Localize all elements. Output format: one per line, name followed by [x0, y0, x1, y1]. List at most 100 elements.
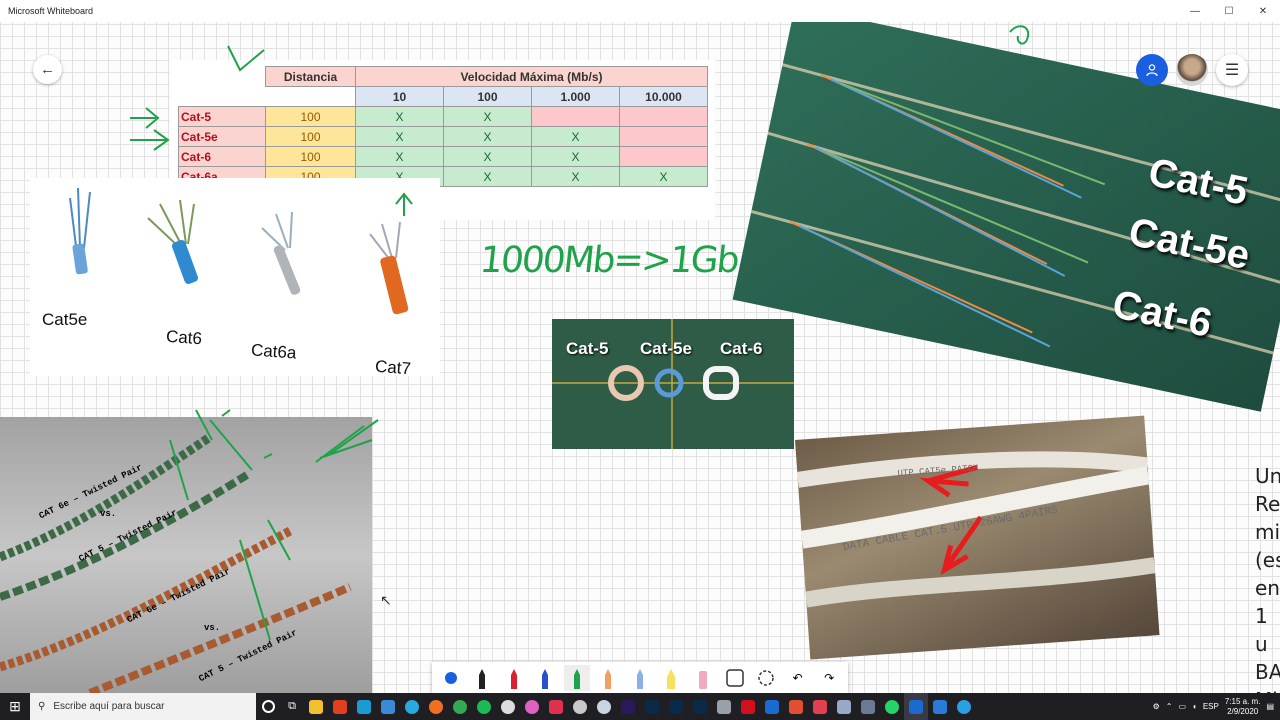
app-whiteboard[interactable]: [904, 693, 928, 720]
invite-button[interactable]: [1136, 54, 1168, 86]
app-tools[interactable]: [784, 693, 808, 720]
app-explorer[interactable]: [304, 693, 328, 720]
taskbar-search[interactable]: ⚲ Escribe aquí para buscar: [30, 693, 256, 720]
twisted-pair-photo[interactable]: CAT 6e – Twisted Pair vs. CAT 5 – Twiste…: [0, 417, 372, 693]
app-store[interactable]: [352, 693, 376, 720]
cell-mark: X: [443, 146, 532, 167]
app-photoshop[interactable]: [640, 693, 664, 720]
pencil-icon: [636, 668, 643, 689]
chevron-up-icon[interactable]: ⌃: [1165, 702, 1173, 711]
side-note: Un Re mi (es en 1 u BA Mb: [1255, 462, 1280, 714]
close-button[interactable]: ✕: [1258, 5, 1268, 17]
app-vm[interactable]: [856, 693, 880, 720]
firefox-icon: [429, 699, 443, 714]
lasso-tool[interactable]: [753, 665, 779, 691]
app-todo[interactable]: [928, 693, 952, 720]
app-office[interactable]: [328, 693, 352, 720]
eraser-tool[interactable]: [690, 665, 716, 691]
avatar[interactable]: [1176, 54, 1208, 86]
cable-label: Cat5e: [42, 310, 88, 329]
app-bag[interactable]: [376, 693, 400, 720]
pen-red[interactable]: [501, 665, 527, 691]
select-tool[interactable]: [438, 665, 464, 691]
search-icon: ⚲: [38, 701, 46, 712]
whiteboard-icon: [909, 699, 923, 714]
clock[interactable]: 7:15 a. m. 2/9/2020: [1225, 697, 1261, 717]
app-github[interactable]: [496, 693, 520, 720]
notification-icon[interactable]: ▤: [1266, 702, 1274, 711]
cell-mark: X: [355, 126, 444, 147]
app-itunes[interactable]: [520, 693, 544, 720]
task-view-button[interactable]: ⧉: [280, 693, 304, 720]
settings-menu-button[interactable]: ☰: [1216, 54, 1248, 86]
cell-empty: [531, 106, 620, 127]
side-line: (es: [1255, 548, 1280, 572]
maximize-button[interactable]: ☐: [1224, 5, 1234, 17]
network-icon[interactable]: ⚙: [1152, 702, 1160, 711]
pen-icon: [573, 668, 580, 689]
app-chrome[interactable]: [448, 693, 472, 720]
language-indicator[interactable]: ESP: [1202, 702, 1219, 711]
system-tray: ⚙ ⌃ ▭ ◖ ESP 7:15 a. m. 2/9/2020 ▤: [1153, 693, 1280, 720]
photoshop-icon: [645, 699, 659, 714]
app-telegram[interactable]: [952, 693, 976, 720]
battery-icon[interactable]: ▭: [1178, 702, 1186, 711]
app-steam[interactable]: [568, 693, 592, 720]
highlighter-tool[interactable]: [659, 665, 685, 691]
ruler-tool[interactable]: [722, 665, 748, 691]
app-firefox[interactable]: [424, 693, 448, 720]
start-button[interactable]: ⊞: [0, 693, 30, 720]
table-header-row: Distancia Velocidad Máxima (Mb/s): [178, 66, 708, 87]
app-spotify[interactable]: [472, 693, 496, 720]
outlook-icon: [765, 699, 779, 714]
title-bar: Microsoft Whiteboard — ☐ ✕: [0, 0, 1280, 22]
pen-black[interactable]: [470, 665, 496, 691]
cable-print-photo[interactable]: UTP CAT5e PATCH DATA CABLE CAT.5 UTP 26A…: [795, 415, 1160, 660]
clock-time: 7:15 a. m.: [1224, 696, 1261, 706]
app-virtualbox[interactable]: [832, 693, 856, 720]
window-controls: — ☐ ✕: [1178, 0, 1280, 22]
undo-button[interactable]: ↶: [785, 665, 811, 691]
lasso-icon: [758, 669, 774, 686]
table-subheader-row: 10 100 1.000 10.000: [178, 86, 708, 107]
speed-table: Distancia Velocidad Máxima (Mb/s) 10 100…: [178, 66, 708, 187]
app-netflix[interactable]: [736, 693, 760, 720]
app-calculator[interactable]: [712, 693, 736, 720]
row-distance: 100: [265, 106, 356, 127]
app-premiere[interactable]: [616, 693, 640, 720]
app-outlook[interactable]: [760, 693, 784, 720]
speed-col: 10.000: [619, 86, 708, 107]
cross-section-photo[interactable]: Cat-5 Cat-5e Cat-6: [552, 319, 794, 449]
calculator-icon: [717, 699, 731, 714]
cell-mark: X: [443, 106, 532, 127]
side-line: mi: [1255, 520, 1280, 544]
redo-button[interactable]: ↷: [816, 665, 842, 691]
pen-icon: [479, 668, 486, 689]
app-photos[interactable]: [592, 693, 616, 720]
window-title: Microsoft Whiteboard: [8, 6, 94, 16]
app-battery[interactable]: [544, 693, 568, 720]
netflix-icon: [741, 699, 755, 714]
volume-icon[interactable]: ◖: [1192, 702, 1197, 711]
pencil-tool[interactable]: [596, 665, 622, 691]
pencil-tool-2[interactable]: [627, 665, 653, 691]
minimize-button[interactable]: —: [1190, 5, 1200, 17]
spotify-icon: [477, 699, 491, 714]
back-button[interactable]: ←: [33, 55, 62, 84]
pen-blue[interactable]: [533, 665, 559, 691]
cell-empty: [619, 146, 708, 167]
row-name: Cat-6: [178, 146, 266, 167]
app-whatsapp[interactable]: [880, 693, 904, 720]
app-snip[interactable]: [808, 693, 832, 720]
cable-types-card[interactable]: Cat5e Cat6 Cat6a Cat7: [30, 178, 440, 378]
app-edge[interactable]: [400, 693, 424, 720]
app-lrc[interactable]: [688, 693, 712, 720]
steam-icon: [573, 699, 587, 714]
side-line: BA: [1255, 660, 1280, 684]
whatsapp-icon: [885, 699, 899, 714]
cables-photo[interactable]: [732, 6, 1280, 412]
pen-green[interactable]: [564, 664, 590, 691]
cortana-button[interactable]: [256, 693, 280, 720]
app-lightroom[interactable]: [664, 693, 688, 720]
row-name: Cat-5: [178, 106, 266, 127]
